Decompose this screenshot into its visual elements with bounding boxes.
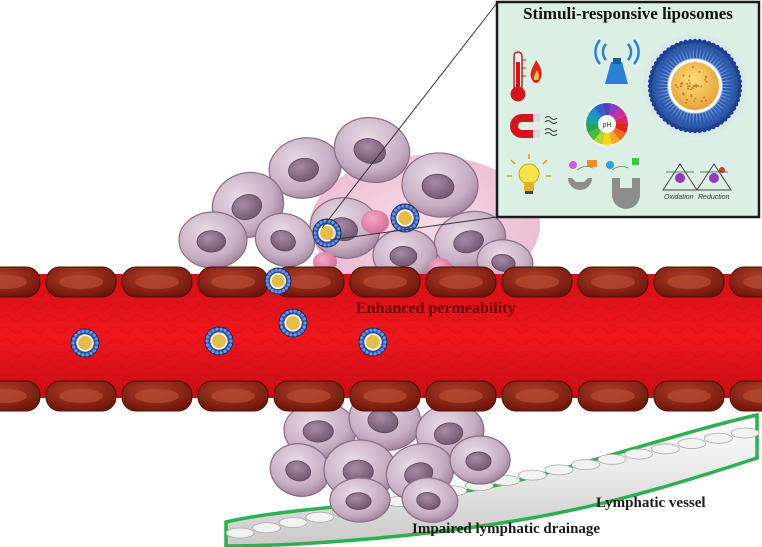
lymph-endothelial-cell — [704, 433, 732, 443]
endothelial-cell — [426, 267, 496, 297]
tumor-cell-pink — [361, 210, 389, 234]
label-lymphatic-vessel: Lymphatic vessel — [596, 495, 706, 512]
lymph-endothelial-cell — [572, 460, 600, 470]
tumor-cell — [179, 212, 247, 268]
tumor-cell — [450, 436, 510, 484]
liposome — [265, 268, 291, 294]
endothelial-cell — [350, 267, 420, 297]
endothelial-cell — [426, 381, 496, 411]
lymph-endothelial-cell — [598, 454, 626, 464]
lymph-endothelial-cell — [253, 523, 281, 533]
endothelial-cell — [730, 381, 762, 411]
tumor-cell — [330, 478, 390, 522]
lymph-endothelial-cell — [625, 449, 653, 459]
endothelial-cell — [502, 381, 572, 411]
inset-title: Stimuli-responsive liposomes — [497, 4, 759, 24]
ph-wheel-icon: pH — [585, 102, 629, 146]
endothelial-cell — [198, 381, 268, 411]
liposome — [279, 309, 307, 337]
liposome — [205, 327, 233, 355]
large-liposome — [643, 34, 747, 138]
endothelial-cell — [654, 267, 724, 297]
endothelial-cell — [730, 267, 762, 297]
endothelial-cell — [0, 267, 40, 297]
liposome — [313, 219, 341, 247]
endothelial-cell — [46, 381, 116, 411]
endothelial-cell — [654, 381, 724, 411]
lymph-endothelial-cell — [731, 428, 759, 438]
endothelial-cell — [274, 381, 344, 411]
lymph-endothelial-cell — [518, 470, 546, 480]
lymph-endothelial-cell — [306, 512, 334, 522]
liposome — [71, 329, 99, 357]
endothelial-cell — [502, 267, 572, 297]
endothelial-cell — [350, 381, 420, 411]
endothelial-cell — [0, 381, 40, 411]
lymph-endothelial-cell — [279, 517, 307, 527]
endothelial-cell — [122, 381, 192, 411]
endothelial-cell — [578, 267, 648, 297]
lymph-endothelial-cell — [651, 444, 679, 454]
lymph-endothelial-cell — [545, 465, 573, 475]
liposome — [359, 328, 387, 356]
label-impaired-lymphatic-drainage: Impaired lymphatic drainage — [412, 521, 600, 538]
lymph-endothelial-cell — [226, 528, 254, 538]
inset-panel: pH — [497, 2, 759, 217]
endothelial-cell — [198, 267, 268, 297]
endothelial-cell — [122, 267, 192, 297]
ph-label: pH — [603, 122, 612, 129]
endothelial-cell — [46, 267, 116, 297]
endothelial-cell — [578, 381, 648, 411]
label-reduction: Reduction — [698, 194, 730, 201]
liposome — [391, 204, 419, 232]
label-enhanced-permeability: Enhanced permeability — [356, 300, 516, 318]
label-oxidation: Oxidation — [664, 194, 694, 201]
lymph-endothelial-cell — [678, 439, 706, 449]
